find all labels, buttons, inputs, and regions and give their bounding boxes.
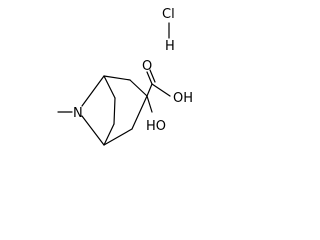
c4-c5-bond	[103, 128, 133, 146]
c3-c4-bond	[131, 95, 148, 130]
chemical-structure: Cl H O OH HO N	[57, 7, 193, 146]
c3-oh-bond	[146, 95, 153, 113]
c7-c6-bond	[113, 97, 116, 125]
acid-hydroxyl-label: OH	[173, 91, 193, 106]
nitrogen-label: N	[73, 106, 83, 121]
n-c5-bond	[81, 115, 105, 146]
c6-c5-bond	[103, 123, 115, 146]
hydrogen-label: H	[165, 39, 175, 54]
c1-c2-bond	[103, 75, 131, 81]
carbonyl-bond-1	[146, 71, 153, 85]
carbonyl-oxygen-label: O	[142, 59, 152, 74]
c-oh-bond	[151, 83, 171, 97]
carbonyl-bond-2	[149, 69, 156, 83]
ring-hydroxyl-label: HO	[146, 119, 166, 134]
c1-n-bond	[81, 75, 105, 107]
c1-c7-bond	[103, 75, 116, 99]
c3-carboxyl-bond	[146, 83, 153, 97]
chlorine-label: Cl	[162, 7, 175, 22]
c2-c3-bond	[129, 79, 148, 97]
